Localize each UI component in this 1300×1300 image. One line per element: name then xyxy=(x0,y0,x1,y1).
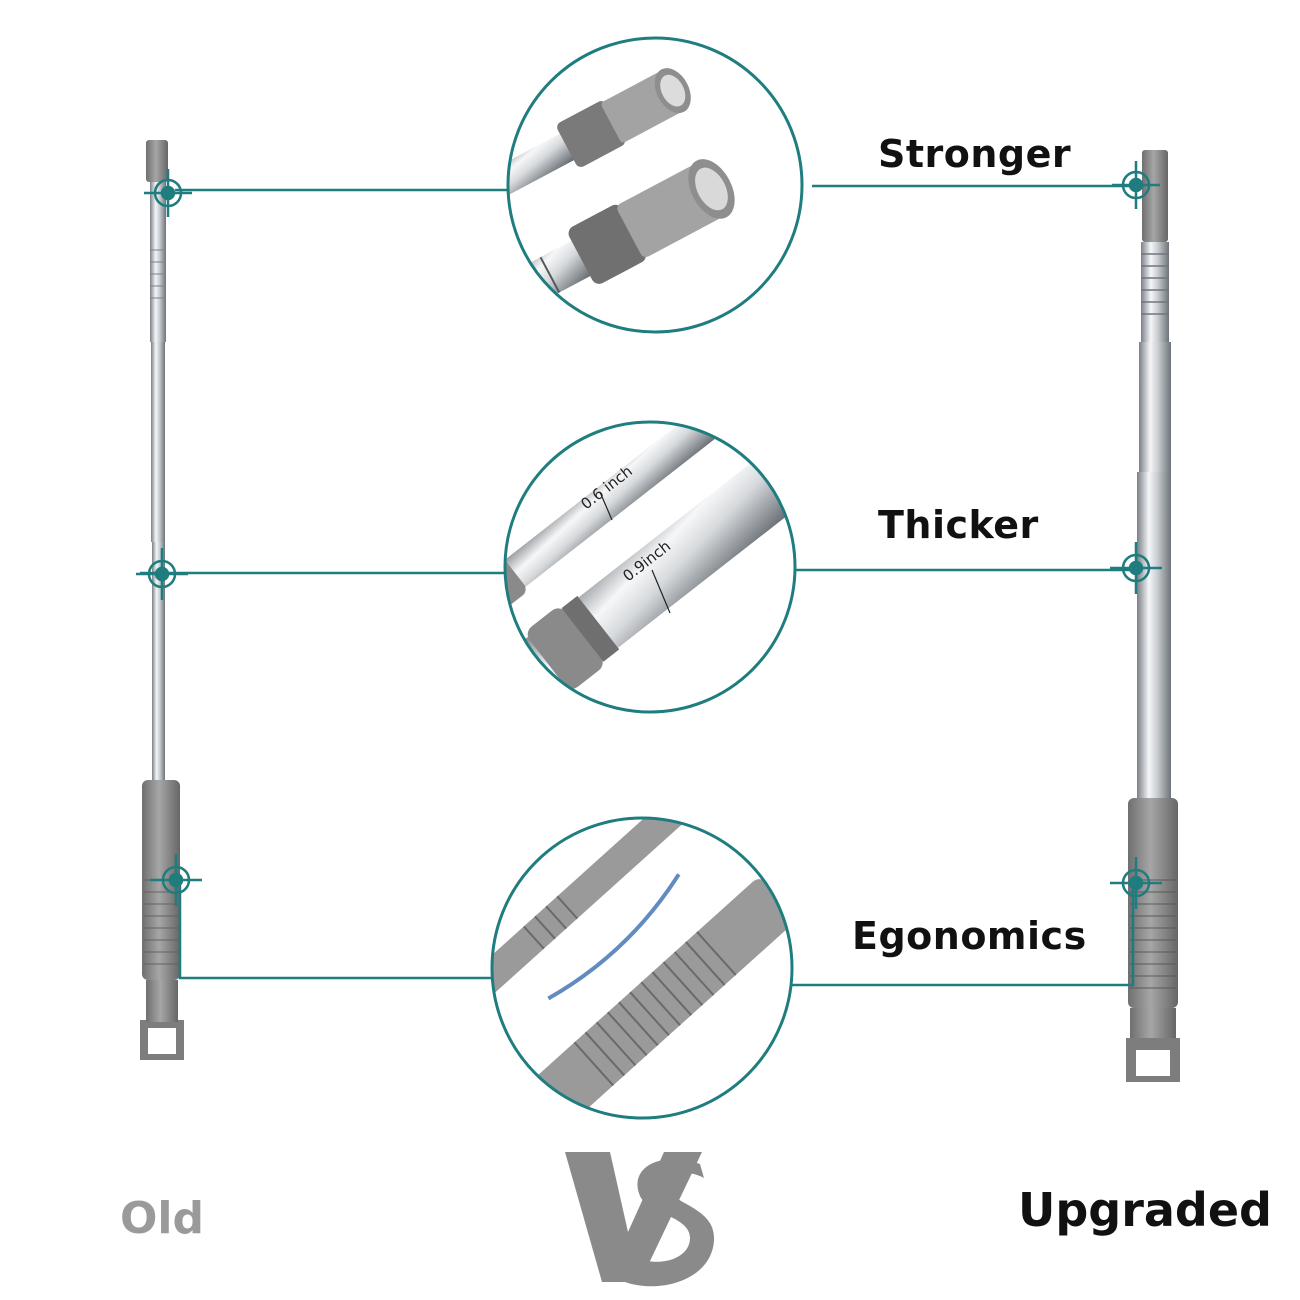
detail-circle-stronger xyxy=(506,36,804,334)
old-pole-tip xyxy=(146,140,168,182)
crosshair-icon xyxy=(144,169,192,217)
crosshair-icon xyxy=(150,854,202,906)
feature-label-stronger: Stronger xyxy=(878,132,1072,176)
old-label: Old xyxy=(120,1193,204,1244)
upgraded-pole xyxy=(1126,150,1180,1082)
vs-mark xyxy=(565,1152,715,1287)
crosshair-icon xyxy=(1110,542,1162,594)
crosshair-icon xyxy=(1110,857,1162,909)
crosshair-icon xyxy=(136,548,188,600)
upgraded-pole-grip xyxy=(1128,798,1178,1008)
connector-lines xyxy=(140,184,1135,987)
upgraded-pole-tip xyxy=(1142,150,1168,242)
detail-circle-egonomics xyxy=(490,816,794,1120)
feature-label-egonomics: Egonomics xyxy=(852,914,1087,958)
detail-circle-thicker: 0.6 inch 0.9inch xyxy=(503,420,797,714)
feature-label-thicker: Thicker xyxy=(878,503,1039,547)
upgraded-label: Upgraded xyxy=(1018,1183,1272,1237)
crosshair-icon xyxy=(1112,161,1160,209)
